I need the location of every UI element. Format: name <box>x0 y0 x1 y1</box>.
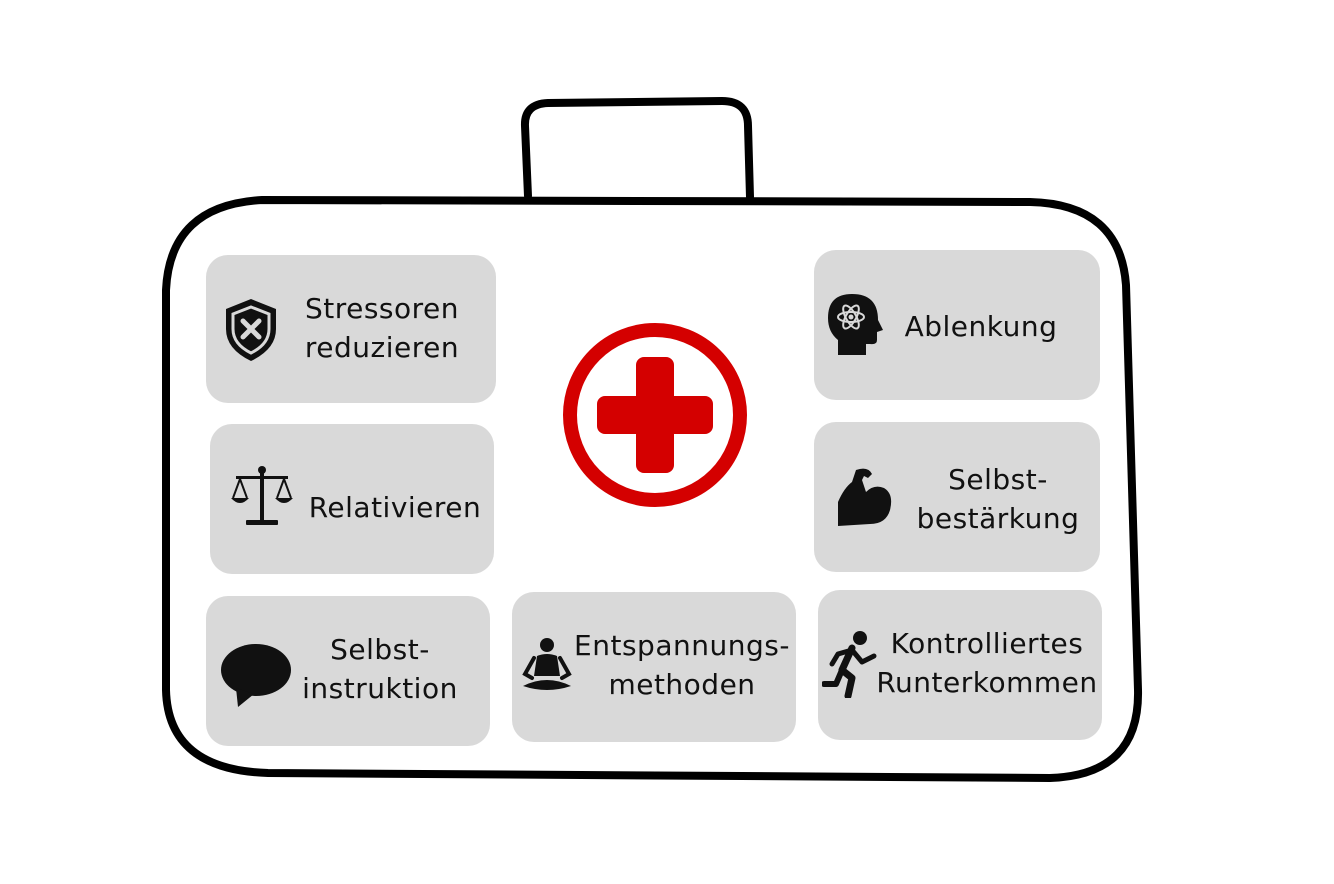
card-entspannungsmethoden: Entspannungs- methoden <box>512 592 796 742</box>
flexed-bicep-icon <box>838 468 892 526</box>
balance-scale-icon <box>231 466 293 525</box>
card-ablenkung: Ablenkung <box>814 250 1100 400</box>
card-relativieren: Relativieren <box>210 424 494 574</box>
shield-x-icon <box>226 299 276 361</box>
card-selbstinstruktion: Selbst- instruktion <box>206 596 490 746</box>
card-label-line2: bestärkung <box>916 502 1080 535</box>
head-atom-icon <box>828 294 883 355</box>
card-label-line1: Stressoren <box>304 292 460 325</box>
card-label-line1: Ablenkung <box>904 310 1058 343</box>
card-label-line1: Selbst- <box>330 633 430 666</box>
speech-bubble-icon <box>221 644 291 707</box>
card-label-line2: methoden <box>608 668 756 701</box>
card-label-line1: Entspannungs- <box>574 629 790 662</box>
kit-handle <box>520 97 754 201</box>
card-selbstbestaerkung: Selbst- bestärkung <box>814 422 1100 572</box>
running-person-icon <box>822 631 877 698</box>
card-stressoren-reduzieren: Stressoren reduzieren <box>206 255 496 403</box>
meditation-icon <box>522 638 572 690</box>
card-label-line1: Selbst- <box>948 463 1048 496</box>
card-label-line2: instruktion <box>302 672 458 705</box>
card-label-line1: Relativieren <box>308 491 482 524</box>
card-label-line2: Runterkommen <box>876 666 1098 699</box>
card-label-line2: reduzieren <box>304 331 460 364</box>
card-label-line1: Kontrolliertes <box>890 627 1084 660</box>
card-kontrolliertes-runterkommen: Kontrolliertes Runterkommen <box>818 590 1102 740</box>
kit-body <box>162 196 1143 782</box>
red-cross-icon <box>563 323 747 507</box>
